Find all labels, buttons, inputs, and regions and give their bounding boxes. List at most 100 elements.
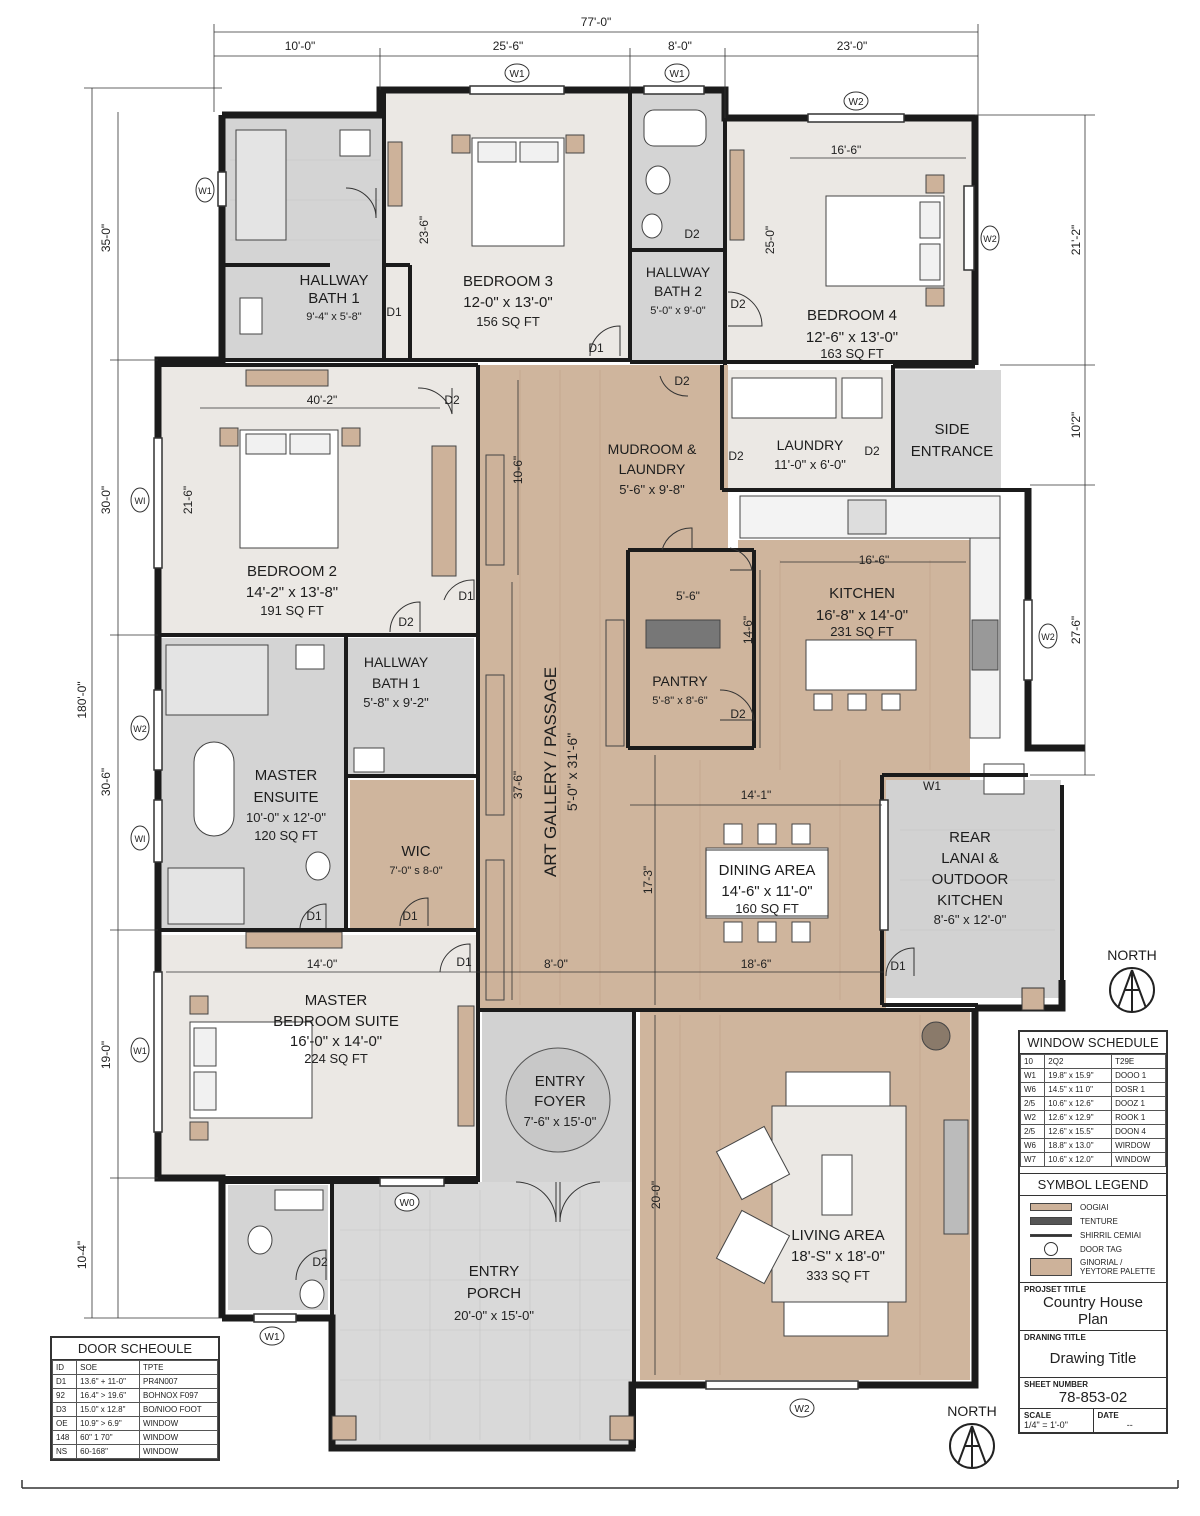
pantry-size: 5'-8" x 8'-6" (652, 695, 708, 707)
lanai-size: 8'-6" x 12'-0" (934, 912, 1007, 927)
date-cell: DATE -- (1094, 1409, 1167, 1432)
gallery-width-dim: 8'-0" (544, 957, 568, 971)
window-tag-label: W1 (670, 69, 685, 80)
cell: D1 (51, 1374, 78, 1389)
master-name2: BEDROOM SUITE (273, 1013, 399, 1030)
bed3-height-dim: 23-6" (417, 216, 431, 244)
dining-name: DINING AREA (719, 862, 816, 879)
north-label: NORTH (947, 1403, 997, 1419)
ensuite-area: 120 SQ FT (254, 828, 318, 843)
lanai-name4: KITCHEN (937, 892, 1003, 909)
porch-name1: ENTRY (469, 1263, 520, 1280)
living-size: 18'-S" x 18'-0" (791, 1248, 885, 1265)
coffee-table (821, 1154, 853, 1216)
bed2-size: 14'-2" x 13'-8" (246, 584, 338, 601)
left-dim-4: 19-0" (99, 1041, 113, 1069)
wood-grain (519, 370, 931, 1375)
top-dim-1: 10'-0" (285, 39, 316, 53)
gallery-name: ART GALLERY / PASSAGE (541, 667, 560, 877)
door-tag: D2 (312, 1255, 328, 1269)
living-height-dim: 20-0" (649, 1181, 663, 1209)
bath2-size: 5'-0" x 9'-0" (650, 305, 706, 317)
door-tag: D2 (728, 449, 744, 463)
windows (153, 85, 1033, 1390)
living-width-dim: 18'-6" (741, 957, 772, 971)
bath1b-size: 5'-8" x 9'-2" (363, 695, 429, 710)
left-dim-1: 35-0" (99, 224, 113, 252)
cell: DOOO 1 (1111, 1068, 1166, 1083)
mudroom-name1: MUDROOM & (608, 441, 697, 457)
legend-label: SHIRRIL CEMIAI (1080, 1230, 1142, 1240)
pantry-width-dim: 5'-6" (676, 589, 700, 603)
project-title-cell: PROJSET TITLE Country House Plan (1020, 1282, 1166, 1330)
window-tag-label: W1 (133, 1046, 147, 1056)
living-area: 333 SQ FT (806, 1268, 870, 1283)
wic-size: 7'-0" s 8-0" (389, 865, 442, 877)
window-tag-labels: W1 W1 W2 W1 WI W2 WI W1 W2 W2 W0 W1 W2 (133, 69, 1055, 1415)
dimension-lines (84, 24, 1095, 1375)
legend-label: GINORIAL / YEYTORE PALETTE (1080, 1258, 1156, 1276)
cell: ROOK 1 (1111, 1110, 1166, 1125)
cell: 10.6" x 12.0" (1044, 1152, 1113, 1167)
bath1b-name2: BATH 1 (372, 675, 420, 691)
door-tag: D2 (730, 297, 746, 311)
door-tag: D1 (386, 305, 402, 319)
ws-header: 10 (1019, 1054, 1046, 1069)
cell: W7 (1019, 1152, 1046, 1167)
bath1a-name1: HALLWAY (300, 272, 369, 289)
top-dim-3: 8'-0" (668, 39, 692, 53)
symbol-legend-title: SYMBOL LEGEND (1020, 1173, 1166, 1196)
cell: 2/5 (1019, 1124, 1046, 1139)
legend-item: OOGIAI (1020, 1200, 1166, 1214)
legend-label: TENTURE (1080, 1216, 1118, 1226)
foyer-name2: FOYER (534, 1093, 586, 1110)
overall-width-label: 77'-0" (581, 15, 612, 29)
bed4-name: BEDROOM 4 (807, 307, 897, 324)
kitchen-height-dim: 14-6" (741, 616, 755, 644)
laundry-name: LAUNDRY (777, 437, 844, 453)
window-tags (130, 63, 1058, 1418)
door-tag-icon (1044, 1242, 1058, 1256)
left-dim-5: 10-4" (75, 1241, 89, 1269)
door-tag: D1 (306, 909, 322, 923)
master-size: 16'-0" x 14'-0" (290, 1033, 382, 1050)
door-tag: D2 (730, 707, 746, 721)
foyer-size: 7'-6" x 15'-0" (524, 1114, 597, 1129)
cell: 12.6" x 12.9" (1044, 1110, 1113, 1125)
living-name: LIVING AREA (791, 1227, 884, 1244)
door-tag: D1 (588, 341, 604, 355)
porch-size: 20'-0" x 15'-0" (454, 1308, 534, 1323)
cell: WIRDOW (1111, 1138, 1166, 1153)
washer-dryer (731, 377, 837, 419)
sheet-number-cell: SHEET NUMBER 78-853-02 (1020, 1377, 1166, 1408)
date-label: DATE (1097, 1411, 1119, 1420)
gallery-size: 5'-0" x 31'-6" (564, 733, 580, 811)
cell: 10.9" > 6.9" (76, 1416, 141, 1431)
window-tag-label: W1 (265, 1332, 280, 1343)
legend-item: DOOR TAG (1020, 1242, 1166, 1256)
page-border (21, 1480, 1179, 1489)
cell: BOHNOX F097 (139, 1388, 218, 1403)
cell: 60-168" (76, 1444, 141, 1459)
legend-item: TENTURE (1020, 1214, 1166, 1228)
fireplace (943, 1119, 969, 1235)
mudroom-size: 5'-6" x 9'-8" (619, 482, 685, 497)
legend-item: GINORIAL / YEYTORE PALETTE (1020, 1256, 1166, 1278)
dining-width-dim: 14'-1" (741, 788, 772, 802)
north-arrow-upper: NORTH (1107, 947, 1157, 1013)
window-tag-label: W2 (795, 1404, 810, 1415)
scale-cell: SCALE 1/4" = 1'-0" (1020, 1409, 1094, 1432)
left-dim-2: 30-0" (99, 486, 113, 514)
bed4-height-dim: 25-0" (763, 226, 777, 254)
bed2-name: BEDROOM 2 (247, 563, 337, 580)
porch-posts (331, 987, 1045, 1441)
dining-height-dim: 17-3" (641, 866, 655, 894)
